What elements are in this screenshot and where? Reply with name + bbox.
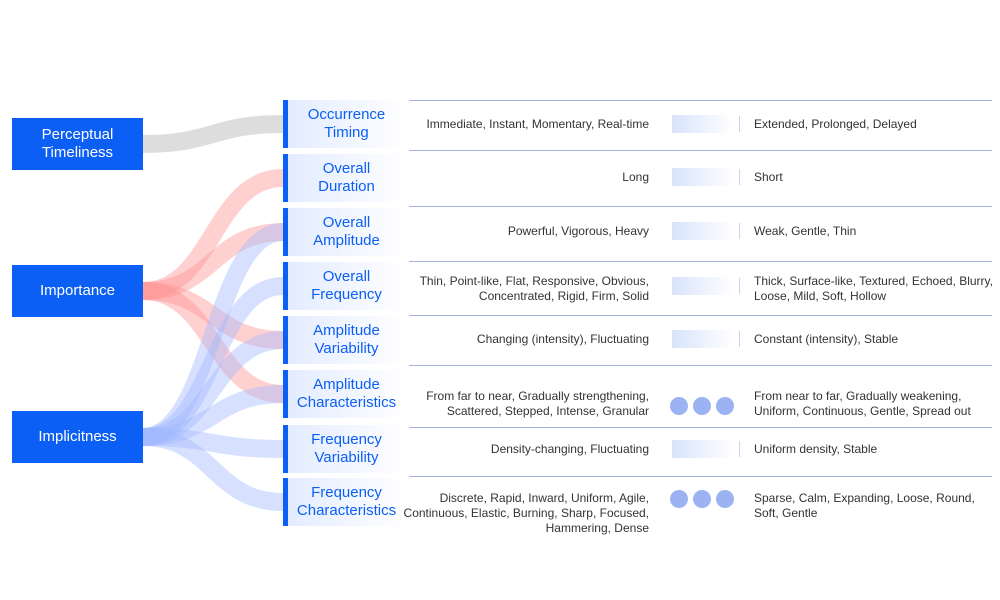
category-implicitness: Implicitness [12, 411, 143, 463]
right-descriptors: Extended, Prolonged, Delayed [754, 117, 917, 131]
right-descriptors: Thick, Surface-like, Textured, Echoed, B… [754, 274, 993, 303]
flow-link-importance-5 [142, 282, 284, 403]
dimension-amplitude-variability: Amplitude Variability [283, 316, 405, 364]
dot [716, 490, 734, 508]
dimension-frequency-variability: Frequency Variability [283, 425, 405, 473]
flow-link-implicitness-7 [142, 428, 284, 511]
category-label: Implicitness [38, 428, 117, 445]
row-divider [409, 150, 992, 151]
intensity-gradient [672, 277, 734, 295]
row-divider [409, 427, 992, 428]
divider-tick [739, 223, 740, 239]
dimension-overall-amplitude: Overall Amplitude [283, 208, 405, 256]
divider-tick [739, 116, 740, 132]
flow-link-importance-4 [142, 282, 284, 349]
category-importance: Importance [12, 265, 143, 317]
right-descriptors: Constant (intensity), Stable [754, 332, 899, 346]
dot [693, 397, 711, 415]
flow-link-implicitness-4 [142, 331, 284, 446]
category-perceptual-timeliness: Perceptual Timeliness [12, 118, 143, 170]
flow-link-importance-1 [142, 169, 284, 300]
row-divider [409, 365, 992, 366]
divider-tick [739, 278, 740, 294]
dot [670, 397, 688, 415]
flow-link-implicitness-3 [142, 277, 284, 446]
dot [716, 397, 734, 415]
dimension-label: Overall Frequency [311, 268, 382, 303]
dot [693, 490, 711, 508]
left-descriptors: From far to near, Gradually strengthenin… [426, 389, 649, 418]
dimension-label: Overall Amplitude [313, 214, 380, 249]
row-divider [409, 476, 992, 477]
dimension-overall-frequency: Overall Frequency [283, 262, 405, 310]
intensity-dots [670, 490, 734, 508]
dimension-label: Frequency Variability [311, 431, 382, 466]
category-label: Importance [39, 282, 116, 299]
divider-tick [739, 441, 740, 457]
left-descriptors: Immediate, Instant, Momentary, Real-time [426, 117, 649, 131]
row-divider [409, 261, 992, 262]
right-descriptors: Uniform density, Stable [754, 442, 878, 456]
dimension-label: Amplitude Variability [313, 322, 380, 357]
dimension-label: Frequency Characteristics [296, 484, 397, 519]
flow-link-implicitness-6 [142, 428, 284, 458]
divider-tick [739, 169, 740, 185]
intensity-dots [670, 397, 734, 415]
intensity-gradient [672, 222, 734, 240]
row-divider [409, 100, 992, 101]
dimension-label: Overall Duration [318, 160, 375, 195]
dimension-amplitude-characteristics: Amplitude Characteristics [283, 370, 405, 418]
intensity-gradient [672, 115, 734, 133]
dimension-label: Occurrence Timing [307, 106, 386, 141]
dimension-label: Amplitude Characteristics [296, 376, 397, 411]
intensity-gradient [672, 168, 734, 186]
dimension-frequency-characteristics: Frequency Characteristics [283, 478, 405, 526]
left-descriptors: Density-changing, Fluctuating [490, 442, 649, 456]
left-descriptors: Changing (intensity), Fluctuating [476, 332, 649, 346]
left-descriptors: Long [622, 170, 649, 184]
divider-tick [739, 331, 740, 347]
left-descriptors: Powerful, Vigorous, Heavy [507, 224, 649, 238]
flow-link-implicitness-5 [142, 385, 284, 446]
right-descriptors: Short [754, 170, 783, 184]
flow-link-implicitness-2 [141, 223, 285, 446]
intensity-gradient [672, 440, 734, 458]
intensity-gradient [672, 330, 734, 348]
right-descriptors: From near to far, Gradually weakening, U… [754, 389, 971, 418]
dot [670, 490, 688, 508]
flow-link-timeliness-0 [142, 115, 284, 153]
category-label: Perceptual Timeliness [41, 126, 114, 161]
left-descriptors: Thin, Point-like, Flat, Responsive, Obvi… [419, 274, 649, 303]
row-divider [409, 315, 992, 316]
flow-link-importance-2 [142, 223, 284, 300]
left-descriptors: Discrete, Rapid, Inward, Uniform, Agile,… [403, 491, 649, 535]
dimension-occurrence-timing: Occurrence Timing [283, 100, 405, 148]
right-descriptors: Weak, Gentle, Thin [754, 224, 857, 238]
right-descriptors: Sparse, Calm, Expanding, Loose, Round, S… [754, 491, 975, 520]
dimension-overall-duration: Overall Duration [283, 154, 405, 202]
row-divider [409, 206, 992, 207]
